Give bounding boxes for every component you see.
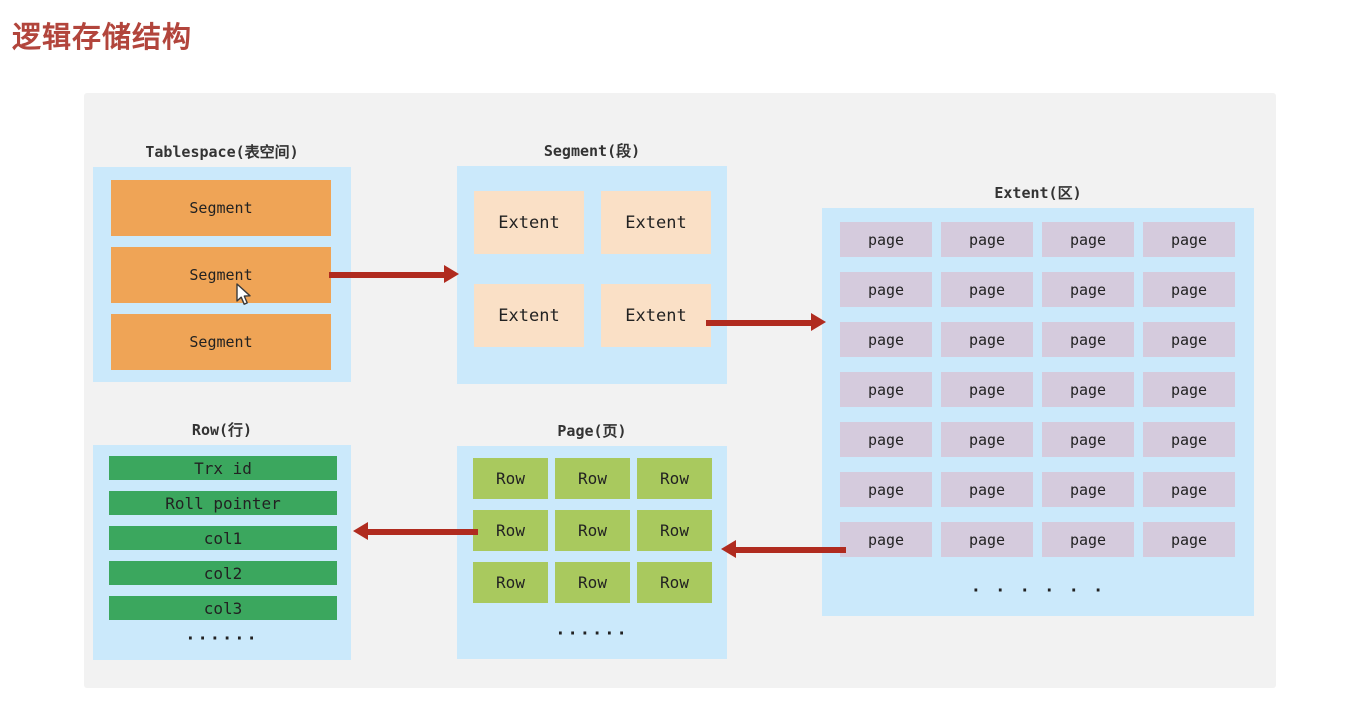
row-field-trx-id[interactable]: Trx id: [109, 456, 337, 480]
page-block[interactable]: page: [941, 272, 1033, 307]
panel-extent-label: Extent(区): [994, 184, 1082, 202]
page-block[interactable]: page: [840, 372, 932, 407]
page-block[interactable]: page: [840, 322, 932, 357]
arrow-shaft: [706, 320, 812, 326]
page-block[interactable]: page: [941, 472, 1033, 507]
page-block[interactable]: page: [941, 522, 1033, 557]
row-ellipsis: ······: [185, 629, 259, 649]
page-block[interactable]: page: [1143, 522, 1235, 557]
arrow-shaft: [367, 529, 478, 535]
page-title: 逻辑存储结构: [12, 20, 193, 54]
panel-page-label: Page(页): [557, 422, 627, 440]
diagram-canvas: Tablespace(表空间) Segment Segment Segment …: [84, 93, 1276, 688]
arrow-shaft: [735, 547, 846, 553]
row-field-roll-pointer[interactable]: Roll pointer: [109, 491, 337, 515]
row-field-col2[interactable]: col2: [109, 561, 337, 585]
extent-block[interactable]: Extent: [474, 191, 584, 254]
extent-block[interactable]: Extent: [601, 284, 711, 347]
row-block[interactable]: Row: [555, 562, 630, 603]
row-block[interactable]: Row: [555, 458, 630, 499]
page-block[interactable]: page: [1042, 472, 1134, 507]
row-block[interactable]: Row: [637, 510, 712, 551]
arrow-head: [444, 265, 459, 283]
page-block[interactable]: page: [941, 222, 1033, 257]
page-block[interactable]: page: [941, 372, 1033, 407]
page-block[interactable]: page: [1042, 272, 1134, 307]
panel-row-label: Row(行): [191, 421, 253, 439]
page-block[interactable]: page: [1042, 372, 1134, 407]
arrow-head: [811, 313, 826, 331]
page-row-grid: Row Row Row Row Row Row Row Row Row: [473, 458, 712, 603]
row-block[interactable]: Row: [637, 562, 712, 603]
page-block[interactable]: page: [1143, 272, 1235, 307]
page-block[interactable]: page: [840, 522, 932, 557]
page-block[interactable]: page: [1042, 422, 1134, 457]
panel-row: Row(行) Trx id Roll pointer col1 col2 col…: [93, 421, 351, 660]
segment-block[interactable]: Segment: [111, 247, 331, 303]
extent-block[interactable]: Extent: [601, 191, 711, 254]
page-block[interactable]: page: [941, 322, 1033, 357]
arrow-page-to-row: [353, 522, 478, 540]
row-block[interactable]: Row: [637, 458, 712, 499]
page-block[interactable]: page: [840, 472, 932, 507]
row-field-col3[interactable]: col3: [109, 596, 337, 620]
panel-page: Page(页) Row Row Row Row Row Row Row Row …: [457, 422, 727, 659]
page-block[interactable]: page: [840, 272, 932, 307]
page-block[interactable]: page: [840, 422, 932, 457]
page-block[interactable]: page: [1143, 372, 1235, 407]
extent-block[interactable]: Extent: [474, 284, 584, 347]
segment-block[interactable]: Segment: [111, 314, 331, 370]
page-block[interactable]: page: [1042, 222, 1134, 257]
arrow-head: [353, 522, 368, 540]
arrow-extent-to-page: [721, 540, 846, 558]
arrow-head: [721, 540, 736, 558]
arrow-tablespace-to-segment: [329, 265, 459, 283]
row-block[interactable]: Row: [555, 510, 630, 551]
segment-block[interactable]: Segment: [111, 180, 331, 236]
row-block[interactable]: Row: [473, 458, 548, 499]
arrow-shaft: [329, 272, 445, 278]
arrow-segment-to-extent: [706, 313, 826, 331]
page-block[interactable]: page: [1143, 472, 1235, 507]
panel-tablespace-label: Tablespace(表空间): [145, 143, 299, 161]
page-block[interactable]: page: [1143, 422, 1235, 457]
page-block[interactable]: page: [1143, 322, 1235, 357]
extent-ellipsis: · · · · · ·: [970, 581, 1106, 601]
row-block[interactable]: Row: [473, 562, 548, 603]
page-block[interactable]: page: [840, 222, 932, 257]
panel-segment-label: Segment(段): [543, 142, 641, 160]
page-block[interactable]: page: [1042, 522, 1134, 557]
page-block[interactable]: page: [1143, 222, 1235, 257]
page-block[interactable]: page: [1042, 322, 1134, 357]
extent-page-grid: page page page page page page page page …: [840, 222, 1236, 557]
row-block[interactable]: Row: [473, 510, 548, 551]
page-ellipsis: ······: [555, 624, 629, 644]
panel-segment: Segment(段) Extent Extent Extent Extent: [457, 142, 727, 384]
page-block[interactable]: page: [941, 422, 1033, 457]
panel-extent: Extent(区) page page page page page page …: [822, 184, 1254, 616]
panel-tablespace: Tablespace(表空间) Segment Segment Segment: [93, 143, 351, 382]
row-field-col1[interactable]: col1: [109, 526, 337, 550]
